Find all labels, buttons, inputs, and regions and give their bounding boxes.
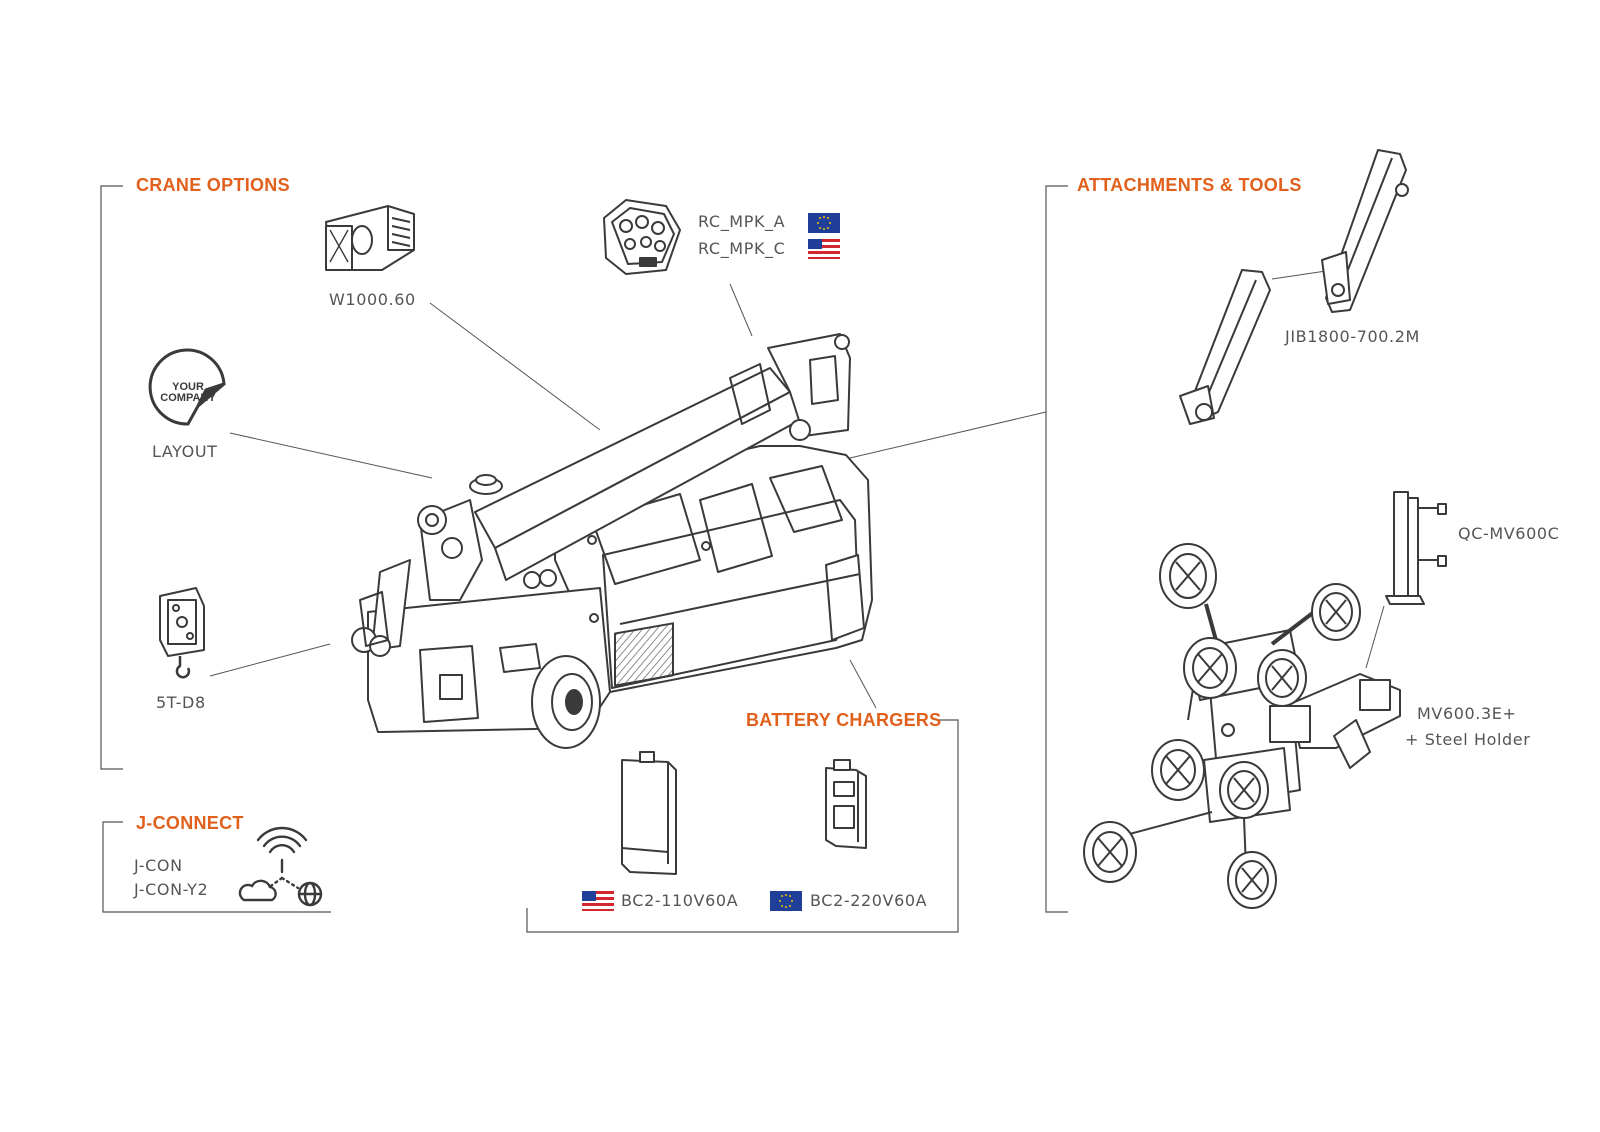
wifi-icon [256, 826, 308, 874]
j-connect-header: J-CONNECT [136, 813, 244, 833]
j-connect-bracket [102, 821, 331, 913]
suction-cup [1311, 583, 1361, 641]
eu-flag-icon [808, 213, 840, 233]
suction-cup [1151, 739, 1205, 801]
us-flag-icon [582, 891, 614, 911]
battery-charger-110-drawing [621, 751, 677, 875]
sticker-text: YOUR COMPANY [152, 382, 224, 404]
layout-label: LAYOUT [152, 442, 218, 461]
attachments-tools-header: ATTACHMENTS & TOOLS [1077, 175, 1302, 195]
globe-icon [297, 881, 323, 907]
hook-block-drawing [159, 587, 205, 679]
vacuum-lifter-drawing [1121, 603, 1401, 869]
suction-cup [1227, 851, 1277, 909]
quick-coupler-drawing [1385, 491, 1447, 605]
hook-label: 5T-D8 [156, 693, 206, 712]
winch-drawing [325, 205, 415, 271]
suction-cup [1257, 649, 1307, 707]
j-con-y2-label: J-CON-Y2 [134, 880, 209, 899]
suction-cup [1159, 543, 1217, 609]
attachments-bracket [1045, 185, 1068, 913]
remote-control-drawing [603, 199, 681, 275]
battery-chargers-bracket [526, 719, 959, 933]
crane-options-bracket [100, 185, 123, 770]
charger-220-label: BC2-220V60A [810, 891, 928, 910]
jib-drawing [1179, 149, 1409, 425]
j-connect-network-icon [238, 826, 323, 907]
us-flag-icon [808, 239, 840, 259]
sticker-text-line1: YOUR [172, 381, 204, 393]
suction-cup [1083, 821, 1137, 883]
battery-chargers-header: BATTERY CHARGERS [746, 710, 942, 730]
charger-110-label: BC2-110V60A [621, 891, 739, 910]
sticker-text-line2: COMPANY [160, 392, 216, 404]
quick-coupler-label: QC-MV600C [1458, 524, 1560, 543]
winch-label: W1000.60 [329, 290, 416, 309]
crane-options-header: CRANE OPTIONS [136, 175, 290, 195]
cloud-icon [238, 879, 277, 902]
eu-flag-icon [770, 891, 802, 911]
suction-cup [1219, 761, 1269, 819]
jib-label: JIB1800-700.2M [1285, 327, 1420, 346]
vacuum-lifter-label-2: + Steel Holder [1405, 730, 1531, 749]
j-con-label: J-CON [134, 856, 183, 875]
vacuum-lifter-label-1: MV600.3E+ [1417, 704, 1517, 723]
leader-lines [209, 270, 1385, 709]
suction-cups [1083, 543, 1361, 909]
remote-us-label: RC_MPK_C [698, 239, 786, 258]
crane-drawing [351, 333, 873, 749]
battery-charger-220-drawing [825, 759, 867, 849]
remote-eu-label: RC_MPK_A [698, 212, 786, 231]
suction-cup [1183, 637, 1237, 699]
layout-sticker-icon [148, 348, 226, 426]
